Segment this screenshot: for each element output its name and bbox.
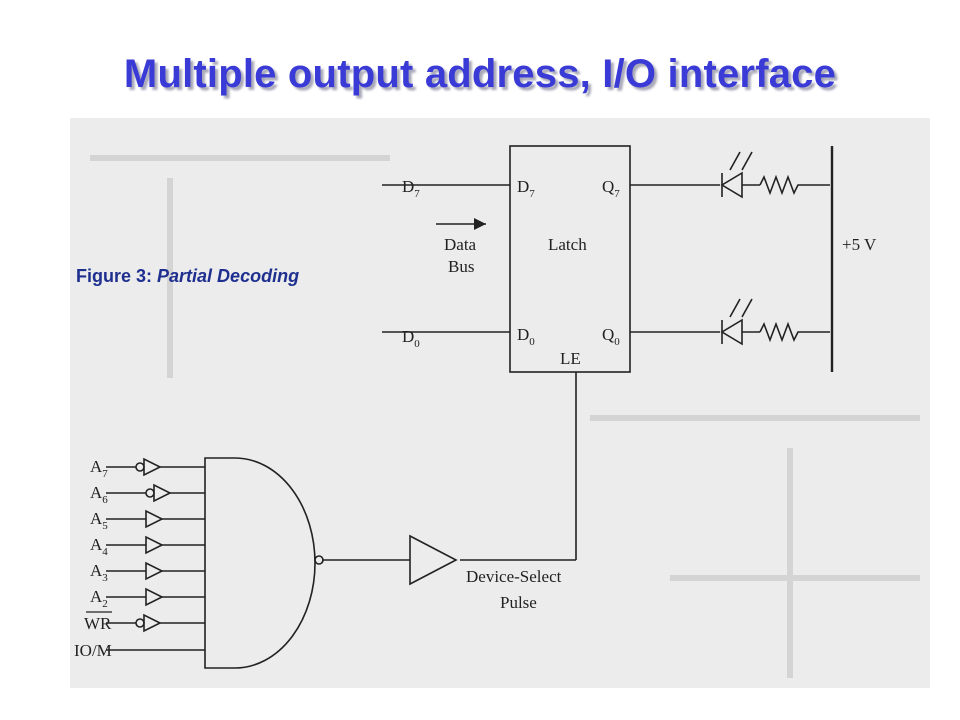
latch-pin-q0: Q0: [602, 325, 620, 348]
data-bus-label-1: Data: [444, 235, 477, 254]
input-label-a3: A3: [90, 561, 108, 584]
input-label-a7: A7: [90, 457, 108, 480]
caption-text: Partial Decoding: [157, 266, 300, 286]
circuit-figure: D7 D0 Q7 Q0 Latch LE D7 D0 Data Bus +5 V…: [70, 118, 930, 688]
led-q0-light-ray-1: [729, 298, 741, 318]
figure-caption: Figure 3: Partial Decoding: [76, 266, 299, 287]
led-q7-light-ray-2: [741, 151, 753, 171]
latch-pin-d0: D0: [517, 325, 535, 348]
latch-box: [509, 145, 631, 373]
resistor-q7: [759, 174, 830, 196]
input-label-a4: A4: [90, 535, 108, 558]
latch-pin-q7: Q7: [602, 177, 620, 200]
supply-label: +5 V: [842, 235, 877, 254]
circuit-schematic: D7 D0 Q7 Q0 Latch LE D7 D0 Data Bus +5 V…: [70, 118, 930, 688]
input-label-a5: A5: [90, 509, 108, 532]
input-label-a6: A6: [90, 483, 108, 506]
input-label-a2: A2: [90, 587, 108, 610]
led-q0-light-ray-2: [741, 298, 753, 318]
data-bus-label-2: Bus: [448, 257, 474, 276]
bus-arrow-head: [474, 218, 486, 230]
bus-label-d7: D7: [402, 177, 420, 200]
bus-label-d0: D0: [402, 327, 420, 350]
slide-title: Multiple output address, I/O interface: [123, 52, 837, 96]
resistor-q0: [759, 321, 830, 343]
device-select-label-1: Device-Select: [466, 567, 562, 586]
latch-pin-d7: D7: [517, 177, 535, 200]
input-label-wr: WR: [84, 614, 112, 633]
scan-ghost-lines: [90, 155, 920, 678]
caption-label: Figure 3:: [76, 266, 153, 286]
device-select-label-2: Pulse: [500, 593, 537, 612]
led-q7-light-ray-1: [729, 151, 741, 171]
latch-label: Latch: [548, 235, 587, 254]
scan-background: [70, 118, 930, 688]
latch-pin-le: LE: [560, 349, 581, 368]
decoder-gate: [204, 457, 316, 669]
input-label-iom: IO/M: [74, 641, 112, 660]
